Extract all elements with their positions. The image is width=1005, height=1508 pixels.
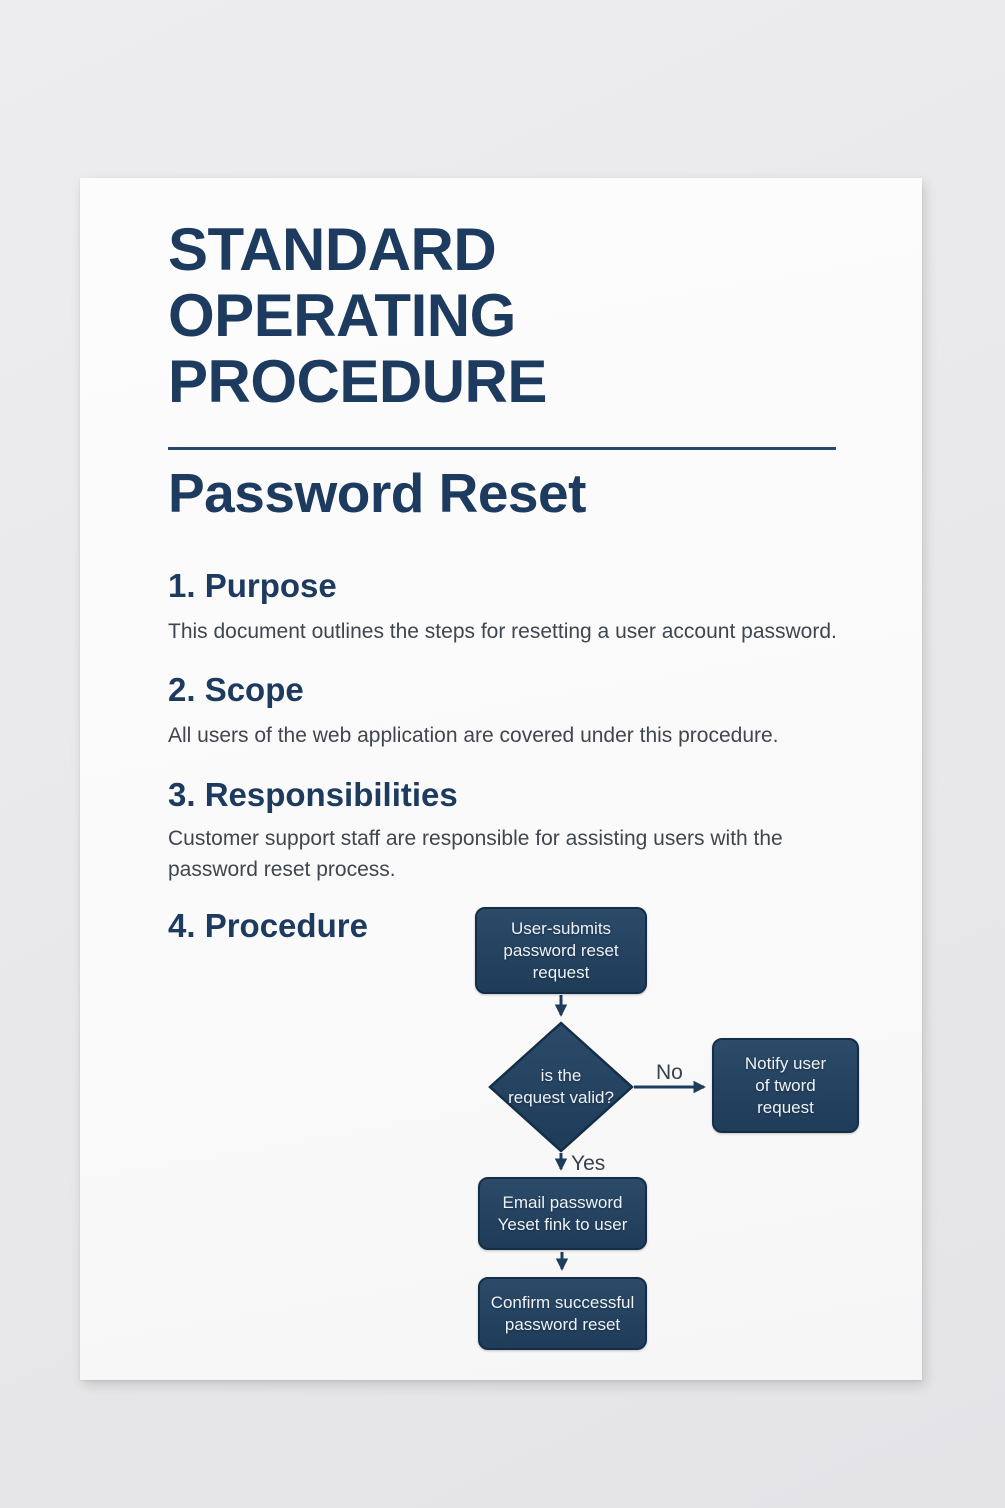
flow-node-email-line: Email password: [502, 1192, 623, 1212]
flow-node-start-line: request: [532, 962, 590, 982]
flow-node-confirm-line: password reset: [504, 1314, 621, 1334]
section-responsibilities-heading: 3. Responsibilities: [168, 776, 458, 813]
section-purpose-body: This document outlines the steps for res…: [168, 620, 837, 643]
flow-label-yes: Yes: [571, 1152, 606, 1175]
flow-node-notify-line: request: [757, 1097, 814, 1117]
section-scope-heading: 2. Scope: [168, 671, 304, 708]
document-page: STANDARD OPERATING PROCEDURE Password Re…: [80, 178, 922, 1380]
doc-subtitle: Password Reset: [168, 462, 586, 524]
section-procedure-heading: 4. Procedure: [168, 907, 368, 944]
flow-node-start: User-submits password reset request: [475, 907, 647, 994]
decision-line: is the: [540, 1066, 582, 1085]
doc-title-line-1: STANDARD: [168, 216, 497, 283]
flow-node-confirm-line: Confirm successful: [490, 1292, 635, 1312]
section-responsibilities-body: Customer support staff are responsible f…: [168, 827, 783, 881]
procedure-flowchart: User-submits password reset request is t…: [470, 900, 870, 1360]
flow-node-notify-line: Notify user: [744, 1053, 827, 1073]
doc-title-line-2: OPERATING: [168, 282, 516, 349]
section-purpose-heading: 1. Purpose: [168, 567, 337, 604]
flow-node-email-line: Yeset fink to user: [497, 1214, 628, 1234]
flow-node-email: Email password Yeset fink to user: [478, 1177, 647, 1250]
flow-node-notify-line: of tword: [755, 1075, 816, 1095]
flow-node-start-line: password reset: [503, 940, 619, 960]
title-divider: [168, 447, 836, 450]
decision-diamond: [488, 1021, 634, 1153]
flow-node-notify: Notify user of tword request: [712, 1038, 859, 1133]
flowchart-connectors: [488, 995, 706, 1271]
decision-line: request valid?: [508, 1088, 614, 1107]
flow-node-start-line: User-submits: [510, 918, 612, 938]
decision-diamond-text: is the request valid?: [491, 1053, 631, 1121]
section-scope-body: All users of the web application are cov…: [168, 724, 779, 747]
flow-label-no: No: [656, 1061, 683, 1084]
doc-title: STANDARD OPERATING PROCEDURE: [168, 217, 547, 415]
flow-node-confirm: Confirm successful password reset: [478, 1277, 647, 1350]
doc-title-line-3: PROCEDURE: [168, 348, 547, 415]
